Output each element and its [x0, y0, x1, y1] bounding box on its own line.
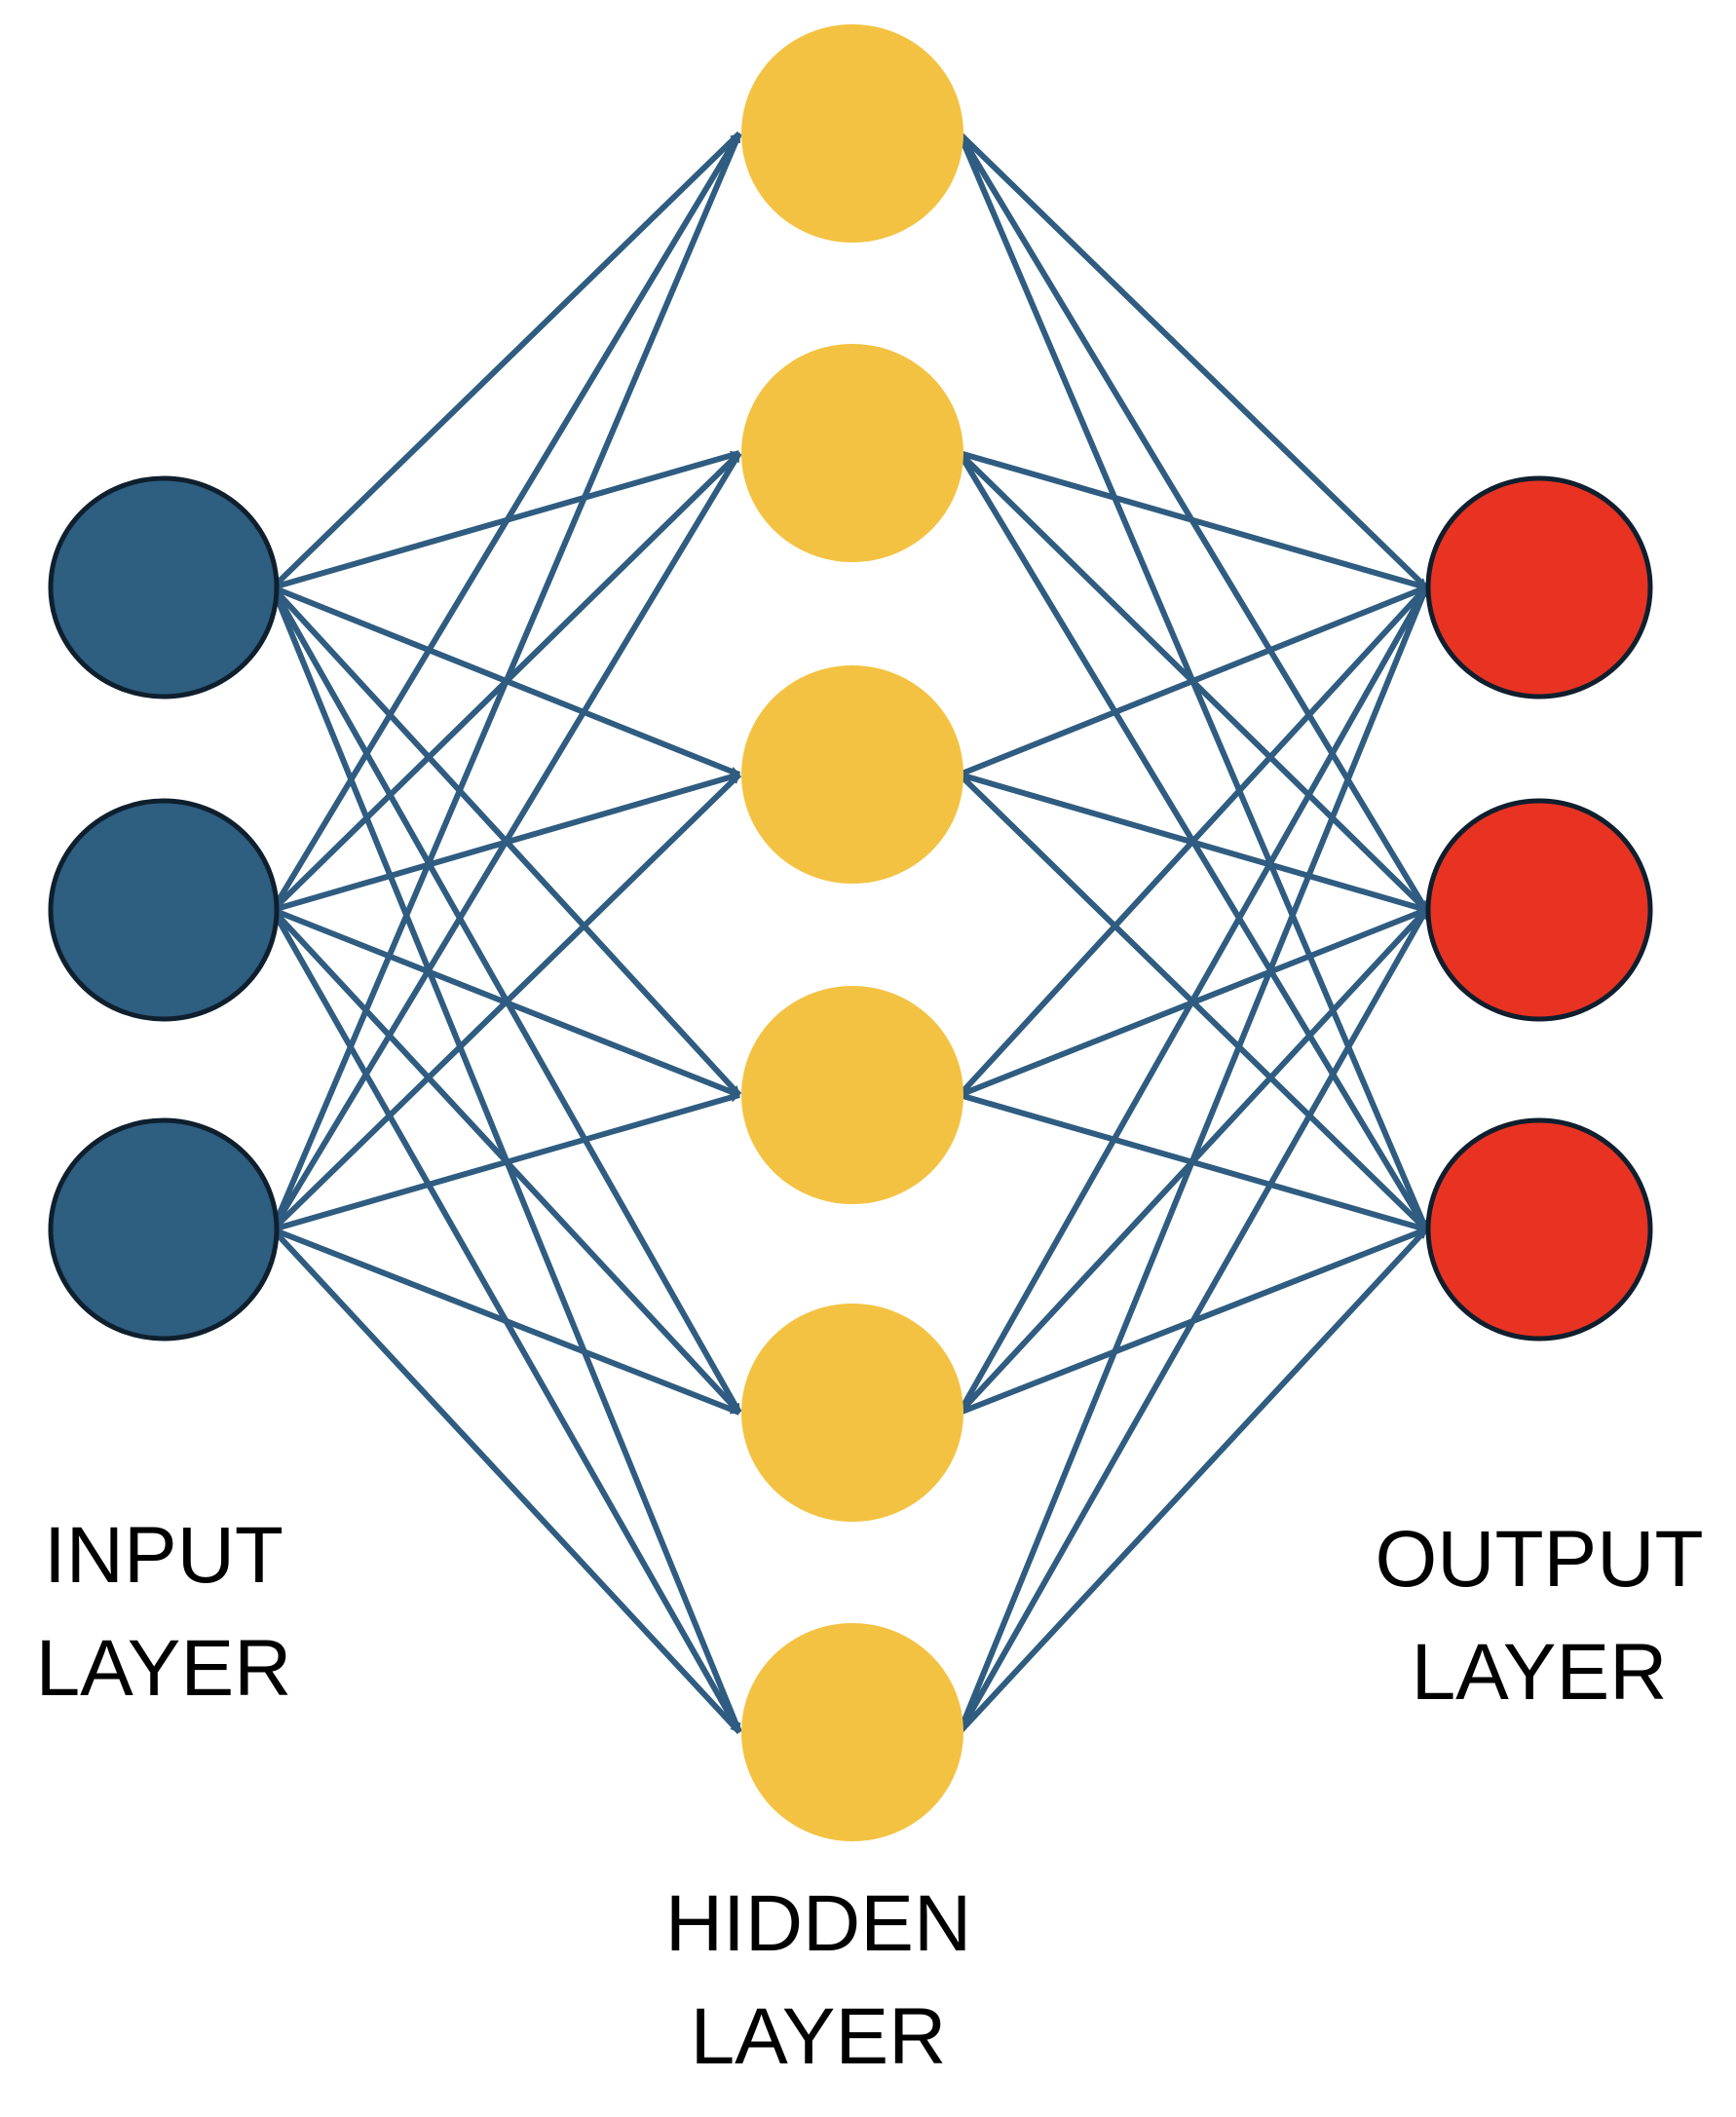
connection-hidden-1-to-output-1 [957, 131, 1429, 590]
connection-hidden-3-to-output-1 [958, 585, 1428, 777]
nodes-group [48, 24, 1653, 1841]
connection-hidden-6-to-output-2 [957, 908, 1429, 1734]
output-node-1 [1425, 475, 1653, 699]
connection-hidden-4-to-output-1 [957, 585, 1429, 1098]
hidden-node-1 [741, 24, 963, 243]
input-node-2 [48, 798, 280, 1022]
connection-hidden-6-to-output-1 [957, 586, 1429, 1734]
connection-input-3-to-hidden-2 [270, 451, 742, 1231]
input-node-3 [48, 1117, 280, 1342]
hidden-node-2 [741, 344, 963, 562]
connection-input-1-to-hidden-1 [270, 131, 742, 590]
output-node-2 [1425, 798, 1653, 1022]
output-layer-label: OUTPUT LAYER [1375, 1515, 1703, 1717]
input-layer-label: INPUT LAYER [36, 1511, 292, 1713]
hidden-layer-label-line-1: HIDDEN [665, 1879, 971, 1968]
connection-input-3-to-hidden-1 [270, 132, 742, 1231]
output-layer-label-line-2: LAYER [1412, 1628, 1668, 1717]
input-node-1 [48, 475, 280, 699]
hidden-node-6 [741, 1623, 963, 1841]
output-layer-label-line-1: OUTPUT [1375, 1515, 1703, 1604]
output-node-3 [1425, 1117, 1653, 1342]
input-layer-label-line-2: LAYER [36, 1624, 292, 1713]
hidden-layer-label-line-2: LAYER [691, 1992, 947, 2081]
connection-input-3-to-hidden-3 [270, 772, 742, 1232]
connection-hidden-2-to-output-1 [959, 450, 1427, 590]
input-layer-label-line-1: INPUT [44, 1511, 283, 1600]
hidden-layer-label: HIDDEN LAYER [665, 1879, 971, 2081]
connection-input-3-to-hidden-4 [272, 1092, 740, 1232]
connection-input-3-to-hidden-5 [271, 1227, 741, 1416]
connection-hidden-6-to-output-3 [957, 1227, 1429, 1735]
hidden-node-4 [741, 986, 963, 1204]
connection-hidden-5-to-output-1 [957, 586, 1429, 1415]
connections-group [270, 131, 1429, 1735]
hidden-node-3 [741, 665, 963, 884]
connection-input-3-to-hidden-6 [270, 1227, 742, 1735]
hidden-node-5 [741, 1304, 963, 1522]
connection-input-2-to-hidden-1 [270, 132, 742, 912]
